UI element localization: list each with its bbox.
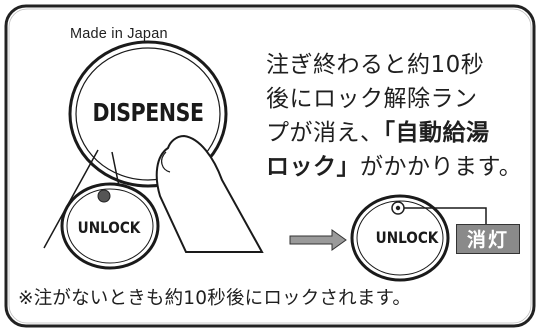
lamp-off-label: 消灯: [456, 224, 520, 254]
instruction-line-3-prefix: プが消え、: [266, 120, 384, 146]
panel-frame: [4, 4, 536, 328]
unlock-left-button-shape: [60, 182, 160, 270]
instruction-line-3-bold: 「自動給湯: [383, 120, 490, 146]
unlock-lamp-left: [97, 189, 111, 203]
instruction-line-1: 注ぎ終わると約10秒: [266, 52, 485, 78]
finger: [155, 134, 264, 253]
instruction-text: 注ぎ終わると約10秒 後にロック解除ラン プが消え、「自動給湯 ロック」がかかり…: [266, 48, 528, 184]
dispense-button: DISPENSE: [92, 98, 204, 127]
footnote: ※注がないときも約10秒後にロックされます。: [18, 288, 412, 309]
instruction-line-4-suffix: がかかります。: [360, 154, 523, 180]
unlock-button-left: UNLOCK: [77, 218, 141, 237]
instruction-line-4-bold: ロック」: [266, 154, 360, 180]
instruction-line-2: 後にロック解除ラン: [266, 86, 478, 112]
unlock-button-right: UNLOCK: [375, 228, 439, 247]
made-in-label: Made in Japan: [70, 26, 168, 42]
instruction-line-4: ロック」がかかります。: [266, 150, 528, 184]
unlock-right-button-shape: [350, 194, 450, 282]
arrow: [289, 229, 347, 251]
instruction-line-3: プが消え、「自動給湯: [266, 116, 528, 150]
